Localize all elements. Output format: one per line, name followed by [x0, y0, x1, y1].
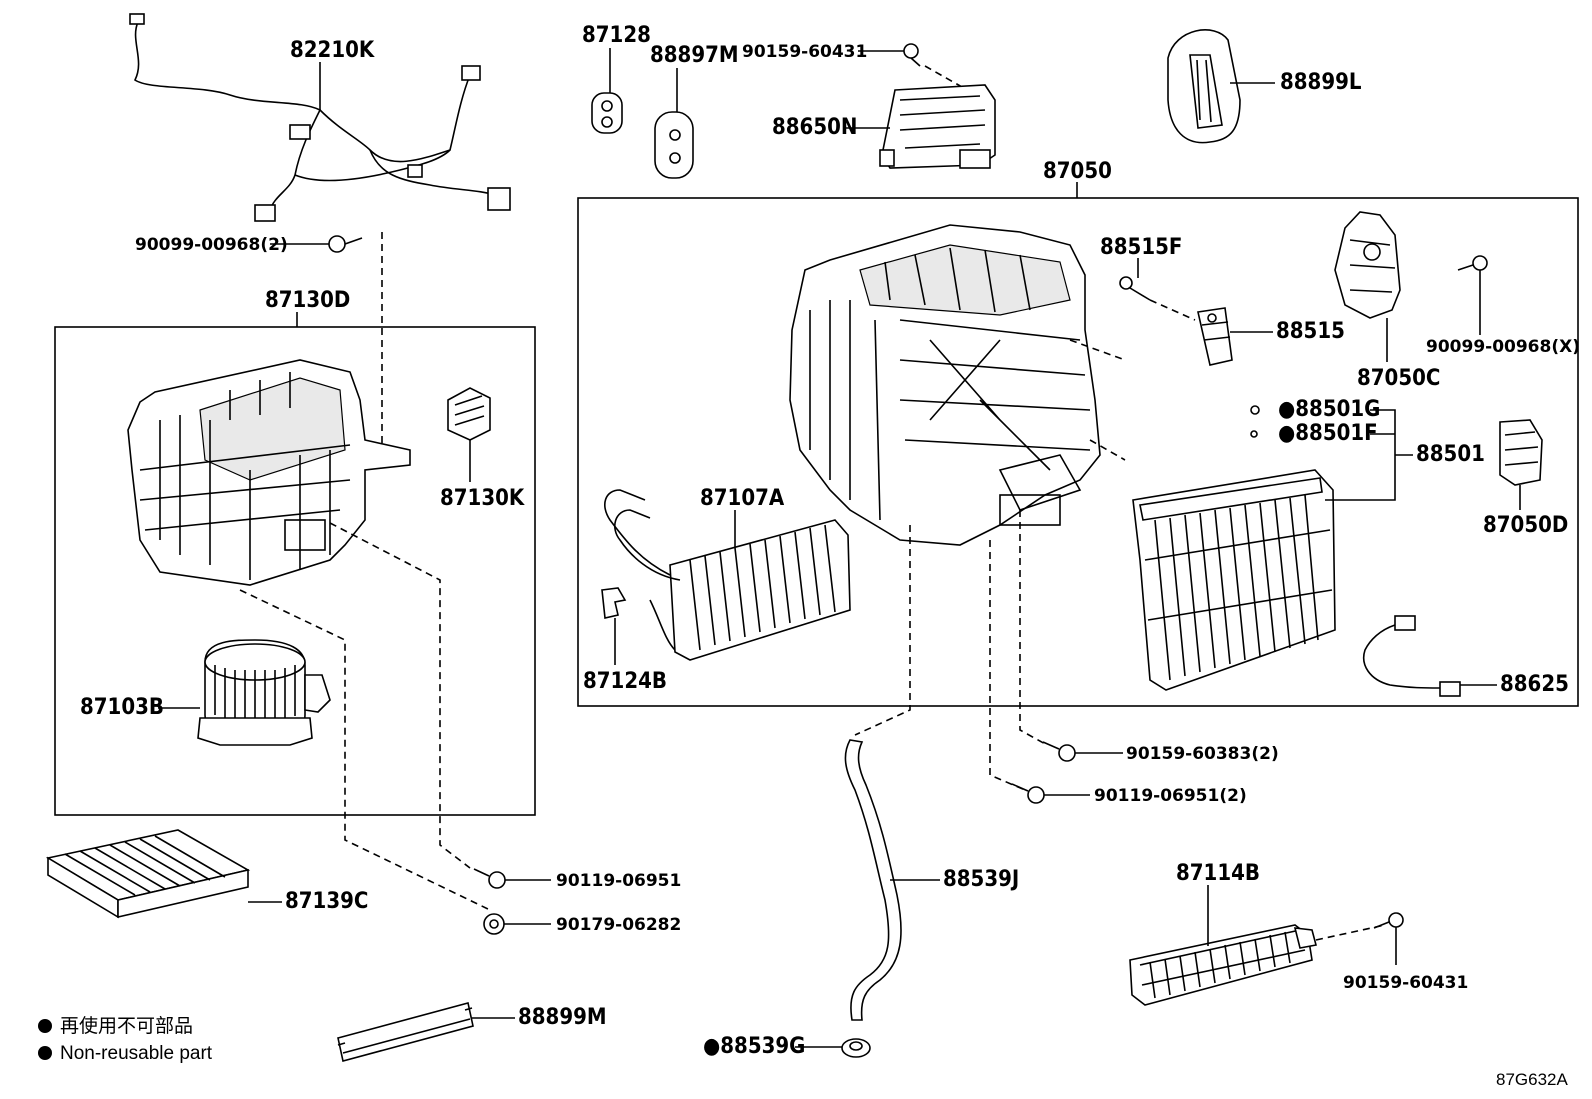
- screw-90159-60431-top: [903, 43, 921, 67]
- o-ring-88501F-icon: [1250, 430, 1258, 438]
- label-87050C: 87050C: [1357, 366, 1440, 391]
- evaporator-88501: [1132, 469, 1336, 691]
- label-90099-00968-x: 90099-00968(X): [1426, 337, 1580, 357]
- label-88501G: ●88501G: [1278, 397, 1380, 422]
- legend-bullet-icon: [38, 1019, 52, 1033]
- bolt-90099-00968-x: [1457, 255, 1488, 271]
- label-90119-06951-2: 90119-06951(2): [1094, 786, 1247, 806]
- label-88515: 88515: [1276, 319, 1345, 344]
- label-88897M: 88897M: [650, 43, 739, 68]
- label-90179-06282: 90179-06282: [556, 915, 681, 935]
- label-87050D: 87050D: [1483, 513, 1568, 538]
- wire-harness-82210K: [129, 13, 511, 222]
- legend-jp: 再使用不可部品: [60, 1015, 193, 1037]
- legend: 再使用不可部品 Non-reusable part: [38, 1015, 213, 1064]
- label-90099-00968-2: 90099-00968(2): [135, 235, 288, 255]
- label-88501F: ●88501F: [1278, 421, 1378, 446]
- air-filter-87139C: [45, 829, 251, 919]
- label-87128: 87128: [582, 23, 651, 48]
- label-87107A: 87107A: [700, 486, 785, 511]
- blower-case-87130D: [127, 359, 411, 586]
- blower-motor-87103B: [197, 639, 331, 746]
- drain-hose-88539J: [844, 739, 902, 1021]
- bolt-90099-00968: [328, 235, 363, 253]
- legend-en: Non-reusable part: [60, 1043, 213, 1064]
- label-87124B: 87124B: [583, 669, 667, 694]
- servo-87050D: [1499, 419, 1543, 486]
- label-88501: 88501: [1416, 442, 1485, 467]
- label-88899L: 88899L: [1280, 70, 1362, 95]
- label-87103B: 87103B: [80, 695, 164, 720]
- screw-90159-60383: [1042, 741, 1076, 762]
- control-unit-88650N: [879, 84, 996, 169]
- sensor-88625: [1363, 615, 1461, 697]
- label-82210K: 82210K: [290, 38, 375, 63]
- label-87114B: 87114B: [1176, 861, 1260, 886]
- label-87050: 87050: [1043, 159, 1112, 184]
- seal-strip-88899M: [337, 1002, 474, 1062]
- cover-88899L: [1167, 29, 1241, 144]
- bolt-88515F: [1119, 276, 1151, 301]
- label-90159-60431-top: 90159-60431: [742, 42, 867, 62]
- label-88650N: 88650N: [772, 115, 857, 140]
- servo-87130K: [447, 387, 491, 441]
- label-88539G: ●88539G: [703, 1034, 805, 1059]
- diagram-code: 87G632A: [1496, 1070, 1568, 1089]
- label-90159-60431-bottom: 90159-60431: [1343, 973, 1468, 993]
- label-90119-06951: 90119-06951: [556, 871, 681, 891]
- heater-core-87107A: [604, 489, 851, 661]
- label-88625: 88625: [1500, 672, 1569, 697]
- label-87130K: 87130K: [440, 486, 525, 511]
- actuator-87050C: [1334, 211, 1401, 319]
- hvac-unit-87050: [789, 224, 1101, 546]
- grommet-88539G: [841, 1038, 871, 1058]
- expansion-valve-88515: [1197, 307, 1233, 366]
- screw-90159-60431-bottom: [1373, 912, 1404, 929]
- assembly-frame-87130D: [54, 326, 536, 816]
- label-88539J: 88539J: [943, 867, 1019, 892]
- label-87130D: 87130D: [265, 288, 350, 313]
- screw-90119-06951-2: [1011, 783, 1045, 804]
- label-88515F: 88515F: [1100, 235, 1182, 260]
- clip-87124B: [601, 587, 627, 619]
- screw-90119-06951: [473, 868, 506, 889]
- nut-90179-06282: [483, 913, 505, 935]
- assembly-frame-87050: [577, 197, 1579, 707]
- ptc-heater-87114B: [1129, 924, 1317, 1006]
- o-ring-88501G-icon: [1250, 405, 1260, 415]
- label-90159-60383-2: 90159-60383(2): [1126, 744, 1279, 764]
- label-87139C: 87139C: [285, 889, 368, 914]
- grommet-87128: [591, 92, 623, 134]
- legend-bullet-icon: [38, 1046, 52, 1060]
- label-88899M: 88899M: [518, 1005, 607, 1030]
- grommet-88897M: [654, 111, 694, 179]
